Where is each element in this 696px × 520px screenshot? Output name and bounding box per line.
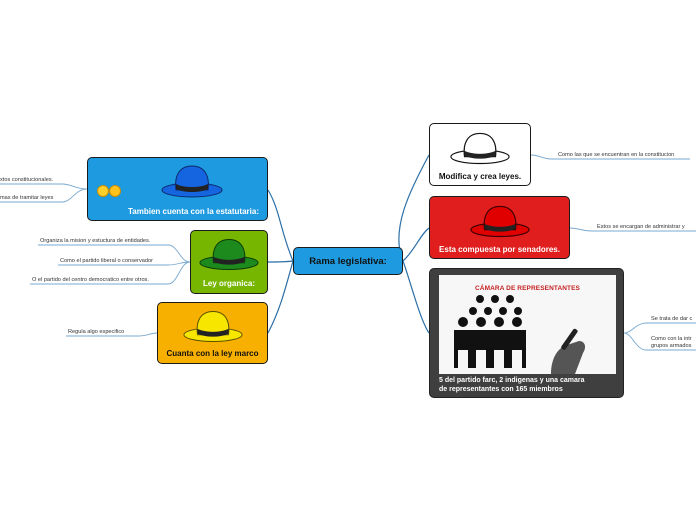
subtopic-text[interactable]: xtos constitucionales. <box>0 177 54 183</box>
subtopic-text[interactable]: Regula algo especifico <box>68 329 125 335</box>
hat-icon <box>199 238 259 270</box>
image-title: CÁMARA DE REPRESENTANTES <box>475 285 580 292</box>
people-silhouettes-icon <box>454 295 586 374</box>
central-topic-label: Rama legislativa: <box>309 256 387 267</box>
link-central-senadores <box>402 227 430 262</box>
topic-node-senadores[interactable]: Esta compuesta por senadores. <box>429 196 570 259</box>
topic-label: 5 del partido farc, 2 indigenas y una ca… <box>439 377 585 393</box>
subtopic-text[interactable]: Como con la intr grupos armados <box>651 336 692 349</box>
link-central-marco <box>267 260 294 334</box>
hat-icon <box>183 310 243 342</box>
subtopic-text[interactable]: Como el partido liberal o conservador <box>60 258 153 264</box>
topic-label: Cuanta con la ley marco <box>166 349 259 358</box>
camara-image: CÁMARA DE REPRESENTANTES <box>439 275 616 374</box>
topic-node-estatutaria[interactable]: Tambien cuenta con la estatutaria: <box>87 157 268 221</box>
topic-node-ley-marco[interactable]: Cuanta con la ley marco <box>157 302 268 364</box>
topic-label: Ley organica: <box>202 279 255 288</box>
hat-icon <box>161 165 223 198</box>
topic-label: Esta compuesta por senadores. <box>439 245 560 254</box>
subtopic-text[interactable]: Como las que se encuentran en la constit… <box>558 152 675 158</box>
central-topic-node[interactable]: Rama legislativa: <box>293 247 403 275</box>
subtopic-text[interactable]: Organiza la mision y estuctura de entida… <box>40 238 151 244</box>
person-back-row <box>469 295 522 315</box>
topic-node-modifica[interactable]: Modifica y crea leyes. <box>429 123 531 186</box>
subtopic-text[interactable]: Se trata de dar c <box>651 316 693 322</box>
tongue-face-icon <box>109 185 121 197</box>
hand-with-marker <box>551 328 586 374</box>
smiling-face-icon <box>97 185 109 197</box>
subtopic-text[interactable]: mas de tramitar leyes <box>0 195 54 201</box>
link-central-camara <box>402 260 430 334</box>
link-central-modifica <box>398 154 430 262</box>
topic-node-organica[interactable]: Ley organica: <box>190 230 268 294</box>
topic-node-camara[interactable]: CÁMARA DE REPRESENTANTES 5 del partido f… <box>429 268 624 398</box>
subtopic-text[interactable]: O el partido del centro democratico entr… <box>32 277 149 283</box>
hat-icon <box>450 132 510 165</box>
subtopic-text[interactable]: Estos se encargan de administrar y <box>597 224 685 230</box>
topic-label: Tambien cuenta con la estatutaria: <box>128 207 259 216</box>
hat-icon <box>470 205 530 238</box>
link-central-organica <box>267 260 294 263</box>
link-central-estatutaria <box>267 189 294 262</box>
topic-label: Modifica y crea leyes. <box>438 172 522 181</box>
